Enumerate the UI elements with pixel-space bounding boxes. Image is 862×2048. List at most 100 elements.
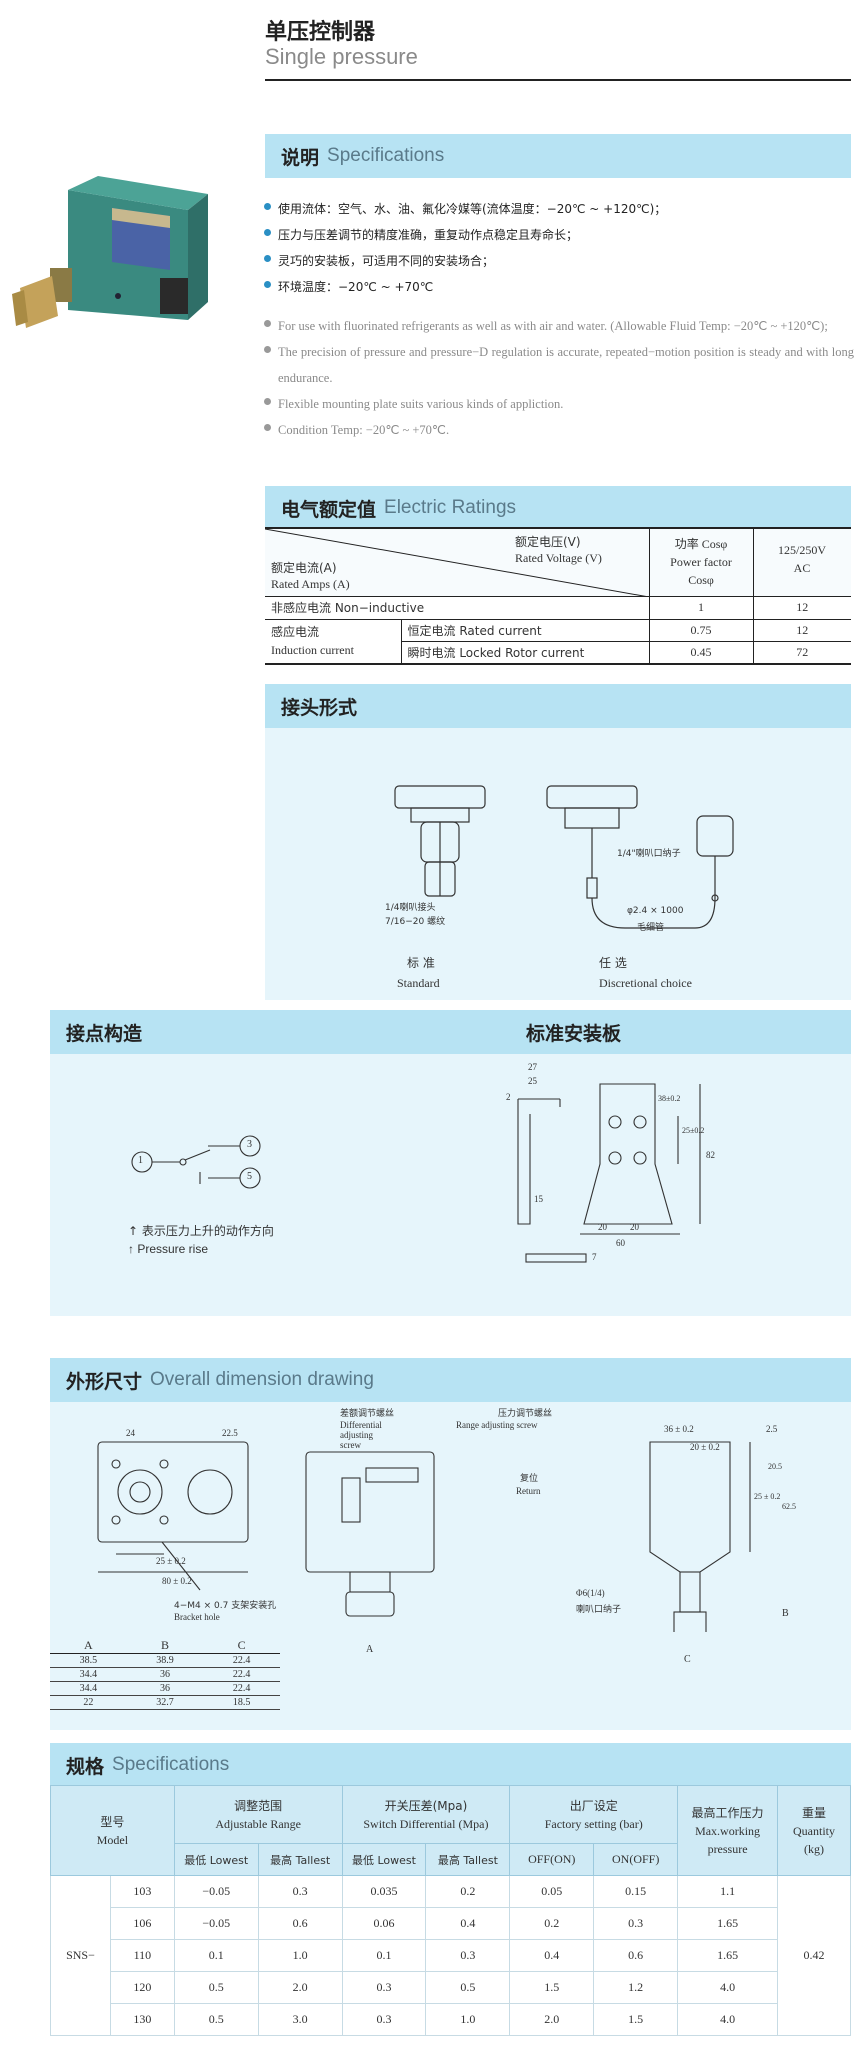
cell: 22.4 <box>203 1653 280 1668</box>
dimension-drawing <box>97 1441 751 1632</box>
cell: 1.5 <box>593 2003 679 2036</box>
pf-sym: Cosφ <box>688 573 714 587</box>
optional-en: Discretional choice <box>599 976 692 990</box>
connector-heading-cn: 接头形式 <box>281 696 358 719</box>
dim-20-5: 20.5 <box>768 1462 782 1471</box>
cell: 120 <box>109 1971 175 2004</box>
spec-heading-cn: 规格 <box>66 1755 105 1778</box>
cell: 38.9 <box>126 1653 204 1668</box>
page-title-en: Single pressure <box>265 44 418 69</box>
bullet-cn: 灵巧的安装板，可适用不同的安装场合； <box>264 248 854 274</box>
reset-cn: 复位 <box>520 1474 539 1484</box>
cell: 0.6 <box>257 1907 343 1940</box>
factory-en: Factory setting (bar) <box>544 1816 643 1831</box>
dim-62-5: 62.5 <box>782 1502 796 1511</box>
bracket-dim-25b: 25±0.2 <box>682 1126 705 1135</box>
induction-cn: 感应电流 <box>271 625 320 639</box>
connector-header: 接头形式 <box>265 684 851 728</box>
cell: 2.0 <box>257 1971 343 2004</box>
range-screw-cn: 压力调节螺丝 <box>498 1409 553 1419</box>
bracket-dim-15: 15 <box>534 1194 543 1204</box>
cell: 22.4 <box>203 1681 280 1696</box>
factory-header: 出厂设定 Factory setting (bar) <box>509 1785 679 1844</box>
range-screw-en: Range adjusting screw <box>456 1420 538 1430</box>
reset-en: Return <box>516 1486 541 1496</box>
maxpressure-header: 最高工作压力 Max.working pressure <box>677 1785 779 1876</box>
bullet-cn: 使用流体：空气、水、油、氟化冷媒等(流体温度：−20℃ ~ +120℃)； <box>264 196 854 222</box>
model-header: 型号 Model <box>50 1785 175 1876</box>
cell: −0.05 <box>173 1907 259 1940</box>
electric-table-head: 额定电压(V) Rated Voltage (V) 额定电流(A) Rated … <box>265 527 851 597</box>
std-note-1: 1/4喇叭接头 <box>385 903 436 913</box>
sub-off-on: OFF(ON) <box>509 1843 595 1876</box>
cell: 22 <box>50 1695 127 1710</box>
rated-amps-cn: 额定电流(A) <box>271 561 337 575</box>
rated-voltage-en: Rated Voltage (V) <box>515 551 602 565</box>
cell: 36 <box>126 1681 204 1696</box>
table-row: 22 32.7 18.5 <box>50 1695 280 1710</box>
rated-current-amps: 12 <box>752 619 851 642</box>
cell: 0.2 <box>509 1907 595 1940</box>
phi-label-1: Φ6(1/4) <box>576 1588 605 1598</box>
diff-screw-en-2: adjusting <box>340 1430 373 1440</box>
cell: 1.65 <box>677 1907 779 1940</box>
rated-current-label: 恒定电流 Rated current <box>400 619 649 642</box>
cell: 0.3 <box>341 1971 427 2004</box>
std-note-2: 7/16−20 螺纹 <box>385 917 446 927</box>
cell: 1.0 <box>425 2003 511 2036</box>
cell: 0.15 <box>593 1875 679 1908</box>
bracket-dim-20a: 20 <box>598 1222 607 1232</box>
electric-heading-en: Electric Ratings <box>384 497 517 518</box>
cell: 0.4 <box>425 1907 511 1940</box>
bracket-dim-20b: 20 <box>630 1222 639 1232</box>
cell: 0.3 <box>425 1939 511 1972</box>
table-row: 瞬时电流 Locked Rotor current 0.45 72 <box>265 641 851 665</box>
spec-heading-en: Specifications <box>112 1754 230 1775</box>
cell: 22.4 <box>203 1667 280 1682</box>
cell: 2.0 <box>509 2003 595 2036</box>
locked-rotor-pf: 0.45 <box>648 641 753 665</box>
power-factor-header: 功率 Cosφ Power factor Cosφ <box>649 535 753 589</box>
optional-cn: 任 选 <box>599 956 627 970</box>
bracket-heading-cn: 标准安装板 <box>526 1022 622 1045</box>
cell: 0.5 <box>425 1971 511 2004</box>
bracket-dim-38: 38±0.2 <box>658 1094 681 1103</box>
bracket-dim-60: 60 <box>616 1238 625 1248</box>
max-en-2: pressure <box>707 1841 748 1856</box>
pf-en: Power factor <box>670 555 732 569</box>
bracket-dim-25: 25 <box>528 1076 537 1086</box>
specifications-bullets-cn: 使用流体：空气、水、油、氟化冷媒等(流体温度：−20℃ ~ +120℃)； 压力… <box>264 196 854 300</box>
cell: 32.7 <box>126 1695 204 1710</box>
specifications-heading-cn: 说明 <box>281 146 320 169</box>
weight-en-1: Quantity <box>793 1823 835 1838</box>
sub-lowest: 最低 Lowest <box>341 1843 427 1876</box>
cell: 0.2 <box>425 1875 511 1908</box>
factory-cn: 出厂设定 <box>569 1798 618 1813</box>
cell: 110 <box>109 1939 175 1972</box>
dim-25: 25 ± 0.2 <box>156 1556 186 1566</box>
specifications-header: 说明 Specifications <box>265 134 851 178</box>
bracket-hole-en: Bracket hole <box>174 1612 220 1622</box>
bracket-dim-7: 7 <box>592 1252 597 1262</box>
noninductive-label: 非感应电流 Non−inductive <box>265 597 649 620</box>
rated-amps-en: Rated Amps (A) <box>271 577 350 591</box>
electric-heading-cn: 电气额定值 <box>281 498 377 521</box>
cell: 130 <box>109 2003 175 2036</box>
cell: 1.2 <box>593 1971 679 2004</box>
table-row: 106 −0.05 0.6 0.06 0.4 0.2 0.3 1.65 <box>51 1907 851 1940</box>
standard-cn: 标 准 <box>407 956 435 970</box>
product-photo <box>12 176 208 328</box>
model-prefix: SNS− <box>50 1875 111 2036</box>
bracket-dim-27: 27 <box>528 1062 537 1072</box>
dim-36: 36 ± 0.2 <box>664 1424 694 1434</box>
cell: 1.65 <box>677 1939 779 1972</box>
cell: 1.1 <box>677 1875 779 1908</box>
cell: 4.0 <box>677 2003 779 2036</box>
noninductive-pf: 1 <box>648 597 753 620</box>
noninductive-amps: 12 <box>752 597 851 620</box>
dim-2-5: 2.5 <box>766 1424 778 1434</box>
contact-node-5: 5 <box>247 1171 252 1182</box>
opt-note-2: φ2.4 × 1000 <box>627 906 684 916</box>
diagonal-line <box>265 529 649 597</box>
switch-cn: 开关压差(Mpa) <box>384 1798 468 1813</box>
